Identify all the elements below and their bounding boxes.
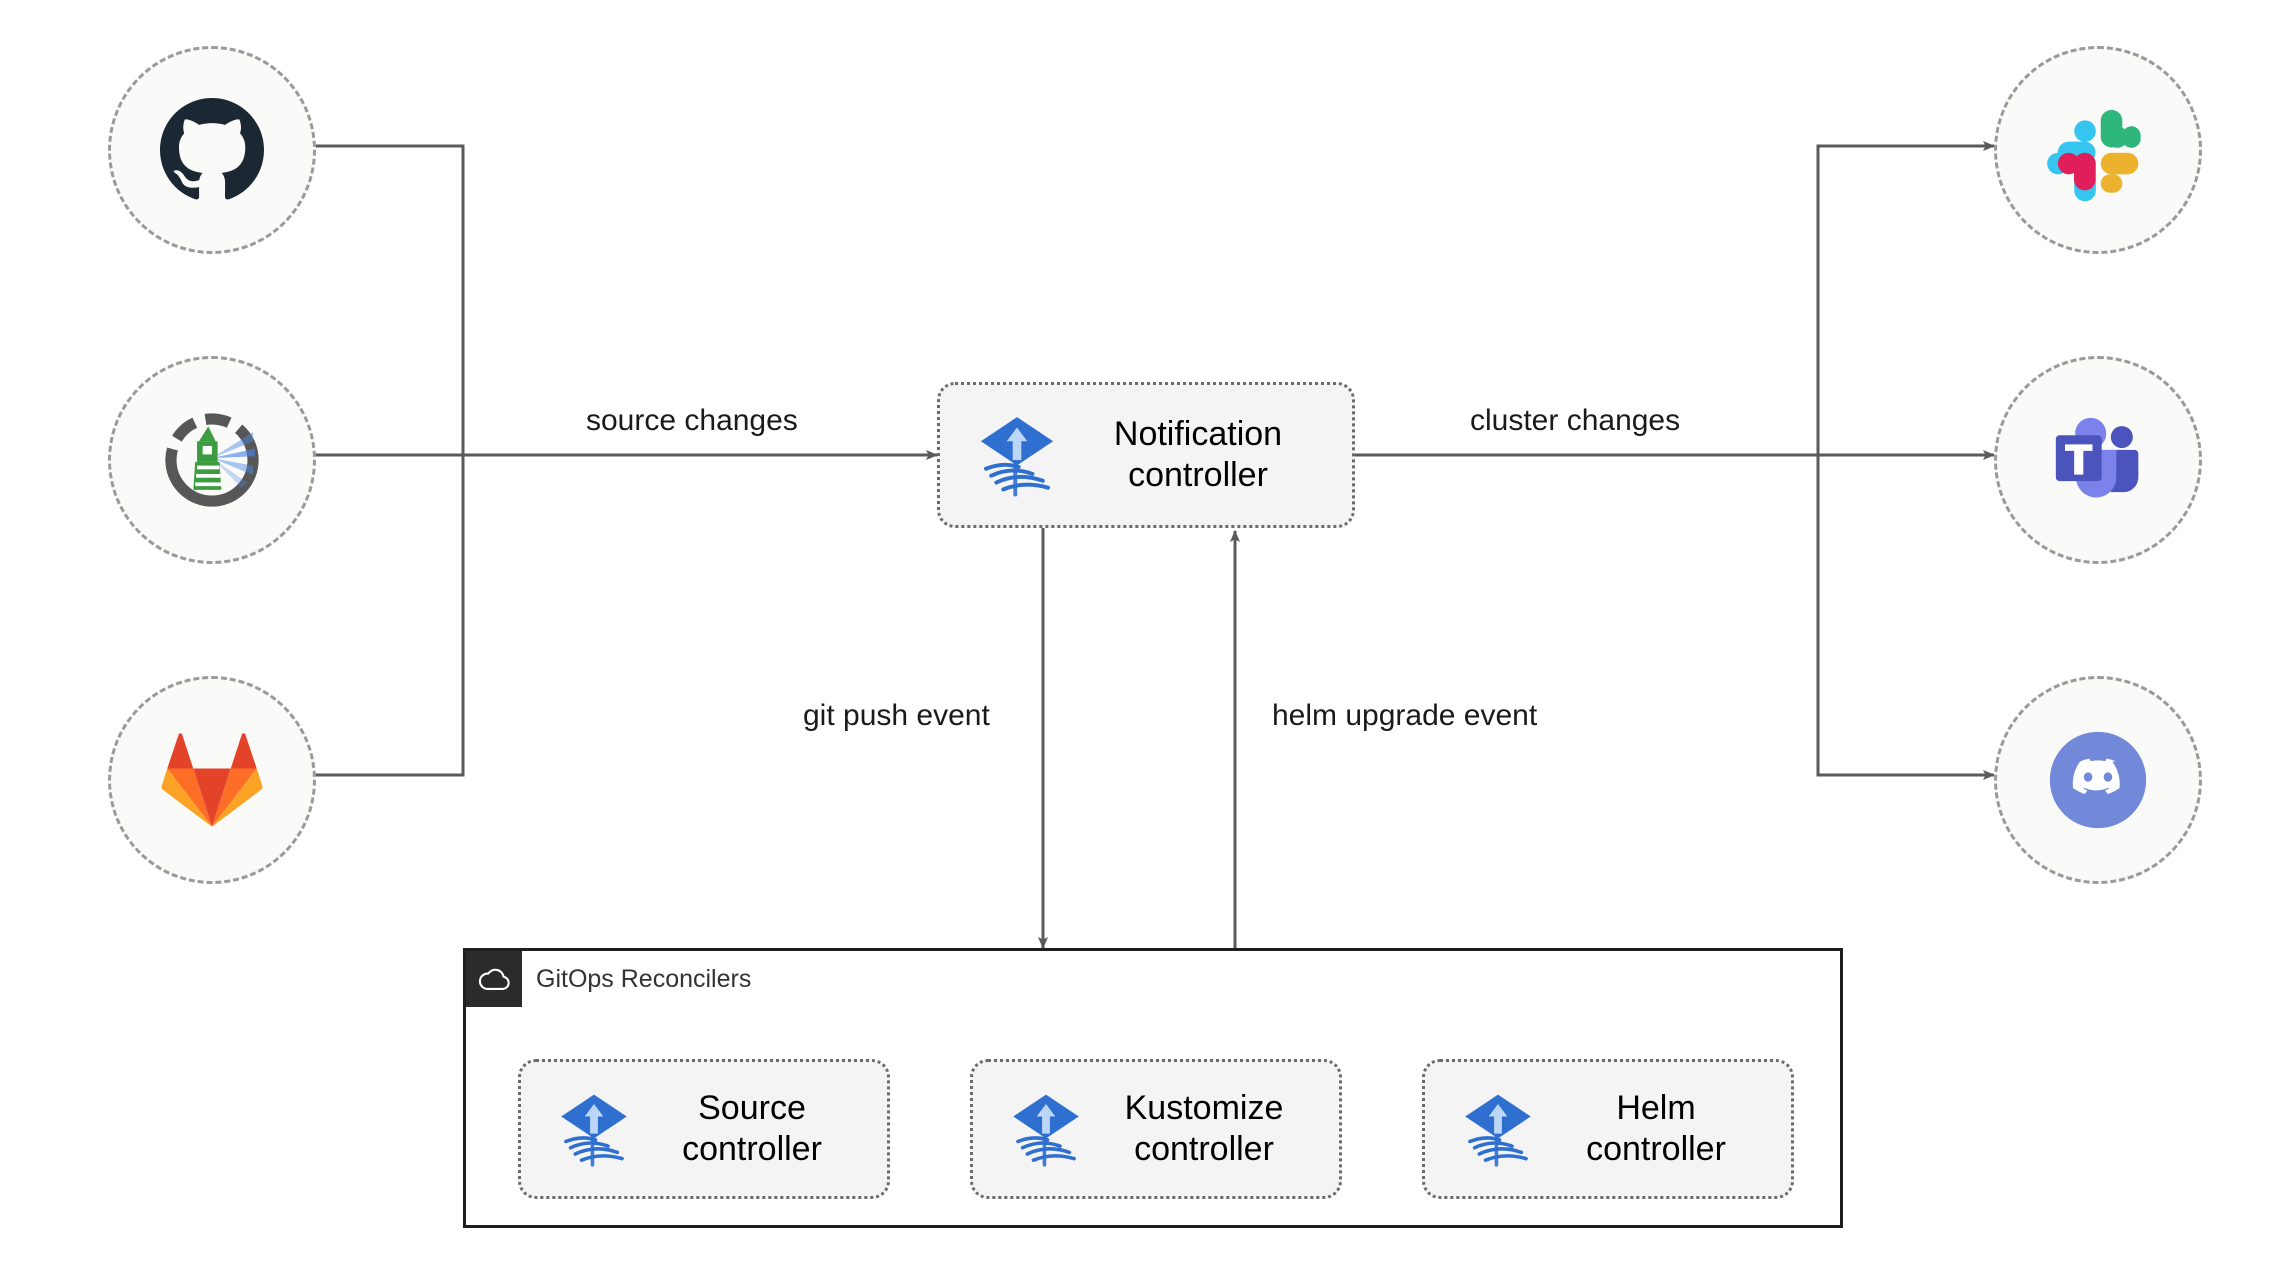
notification-controller-label: Notification controller: [1113, 414, 1283, 494]
cloud-icon: [466, 951, 522, 1007]
slack-icon: [2047, 99, 2149, 201]
edge-label-helm-upgrade-event: helm upgrade event: [1264, 697, 1546, 735]
edge-label-source-changes: source changes: [578, 402, 806, 440]
gitlab-icon: [160, 728, 264, 832]
flux-logo-icon: [555, 1090, 633, 1168]
flux-logo-icon: [974, 412, 1060, 498]
discord-icon: [2039, 721, 2157, 839]
helm-controller-label: Helm controller: [1586, 1088, 1726, 1168]
destination-node-discord[interactable]: [1994, 676, 2202, 884]
kustomize-controller-box[interactable]: Kustomize controller: [970, 1059, 1342, 1199]
source-node-gitlab[interactable]: [108, 676, 316, 884]
flux-logo-icon: [1007, 1090, 1085, 1168]
flux-logo-icon: [1459, 1090, 1537, 1168]
helm-controller-box[interactable]: Helm controller: [1422, 1059, 1794, 1199]
source-node-flux[interactable]: [108, 356, 316, 564]
source-node-github[interactable]: [108, 46, 316, 254]
gitops-title-label: GitOps Reconcilers: [536, 964, 752, 993]
kustomize-controller-label: Kustomize controller: [1124, 1088, 1284, 1168]
notification-controller-box[interactable]: Notification controller: [937, 382, 1355, 528]
source-controller-label: Source controller: [682, 1088, 822, 1168]
flux-lighthouse-icon: [156, 404, 268, 516]
edge-label-cluster-changes: cluster changes: [1462, 402, 1689, 440]
destination-node-slack[interactable]: [1994, 46, 2202, 254]
github-icon: [160, 98, 264, 202]
wire-to-discord: [1816, 455, 1995, 780]
source-controller-box[interactable]: Source controller: [518, 1059, 890, 1199]
edge-label-git-push-event: git push event: [795, 697, 998, 735]
gitops-reconcilers-container: GitOps Reconcilers Source controller: [463, 948, 1843, 1228]
teams-icon: [2043, 405, 2153, 515]
wire-to-slack: [1816, 141, 1995, 455]
gitops-titlebar: GitOps Reconcilers: [466, 951, 751, 1007]
destination-node-teams[interactable]: [1994, 356, 2202, 564]
